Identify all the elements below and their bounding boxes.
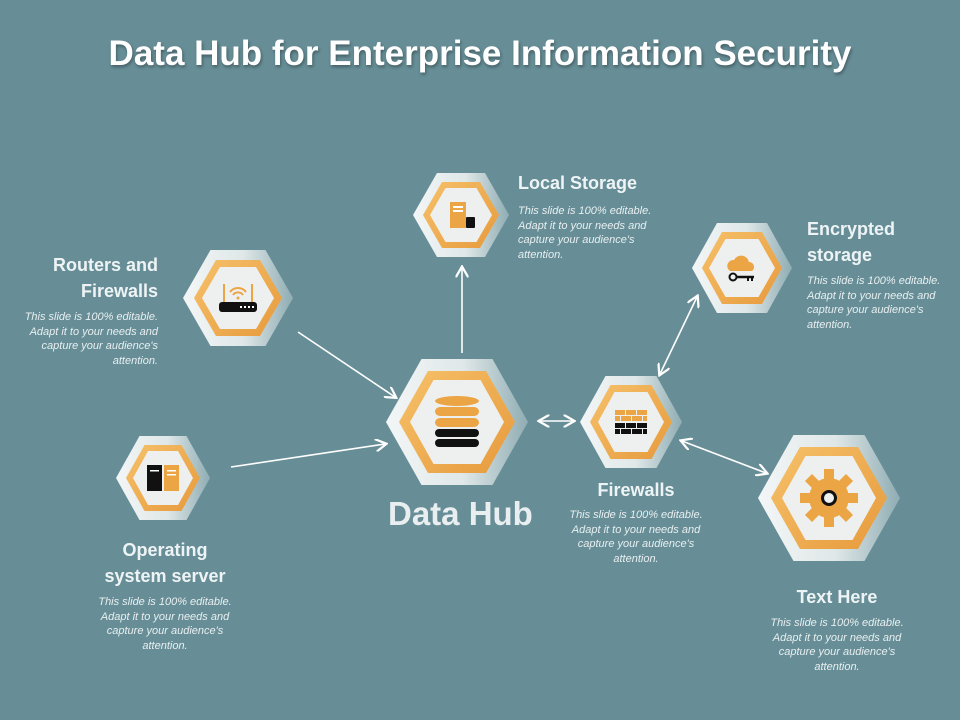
firewall-brick-icon [615, 410, 647, 434]
routers-hexagon [183, 250, 293, 346]
encrypted-desc: This slide is 100% editable. Adapt it to… [807, 275, 941, 331]
os-server-hexagon [116, 436, 210, 520]
text-here-desc: This slide is 100% editable. Adapt it to… [770, 617, 904, 673]
arrow-routers-to-hub [297, 331, 395, 397]
server-storage-icon [450, 202, 475, 228]
firewalls-title: Firewalls [597, 480, 675, 500]
slide-title: Data Hub for Enterprise Information Secu… [108, 34, 852, 73]
database-icon [435, 396, 479, 447]
os-server-title: Operating system server [80, 537, 250, 589]
data-hub-label: Data Hub [388, 495, 533, 532]
routers-title-line1: Routers and [52, 255, 158, 275]
encrypted-title: Encrypted storage [807, 216, 895, 268]
os-server-desc: This slide is 100% editable. Adapt it to… [98, 596, 232, 652]
firewalls-hexagon [580, 376, 682, 468]
cloud-key-icon [727, 255, 754, 282]
text-here-title: Text Here [796, 587, 878, 607]
os-title-line1: Operating [122, 540, 208, 560]
arrow-firewalls-encrypted [660, 297, 697, 374]
data-hub-hexagon [386, 359, 528, 485]
local-storage-desc: This slide is 100% editable. Adapt it to… [518, 205, 652, 261]
arrow-firewalls-text-here [682, 441, 766, 473]
firewalls-desc: This slide is 100% editable. Adapt it to… [569, 509, 703, 565]
local-storage-hexagon [413, 173, 509, 257]
arrow-os-to-hub [230, 444, 385, 468]
routers-title-line2: Firewalls [80, 281, 158, 301]
routers-desc: This slide is 100% editable. Adapt it to… [24, 311, 158, 367]
encrypted-title-line1: Encrypted [807, 219, 896, 239]
server-icon [147, 465, 179, 491]
local-storage-title: Local Storage [518, 173, 638, 193]
encrypted-storage-hexagon [692, 223, 792, 313]
encrypted-title-line2: storage [807, 245, 873, 265]
gear-icon [800, 469, 858, 527]
router-wifi-icon [219, 284, 257, 312]
os-title-line2: system server [104, 566, 226, 586]
text-here-hexagon [758, 435, 900, 561]
